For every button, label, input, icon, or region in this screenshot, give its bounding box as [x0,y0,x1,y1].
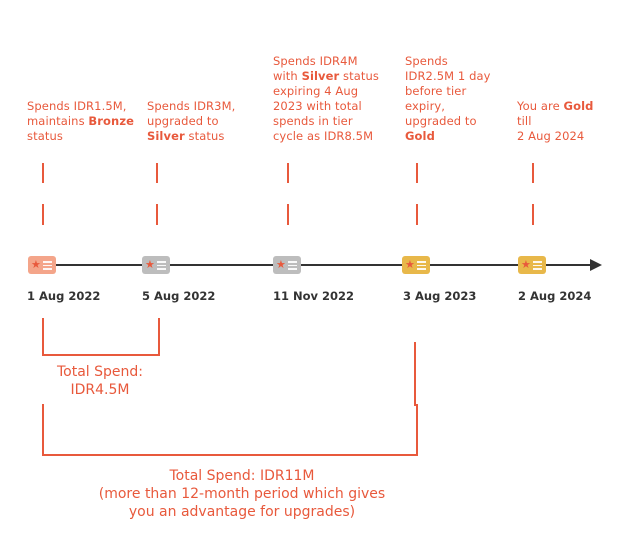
date-label: 11 Nov 2022 [273,289,355,303]
short-period-bracket [42,318,160,356]
star-icon: ★ [276,258,286,271]
event-4-text: Spends IDR2.5M 1 day before tier expiry,… [405,54,491,143]
star-icon: ★ [31,258,41,271]
date-label: 3 Aug 2023 [403,289,477,303]
event-3-text: Spends IDR4M with Silver status expiring… [273,54,379,143]
date-label: 1 Aug 2022 [27,289,101,303]
connector-3-top [287,163,289,183]
connector-1-bottom [42,204,44,225]
long-period-bracket [42,404,418,456]
long-period-bracket-right [414,342,416,406]
card-icon-silver: ★ [142,256,170,274]
connector-4-top [416,163,418,183]
card-icon-gold: ★ [402,256,430,274]
connector-5-top [532,163,534,183]
timeline-axis [30,264,592,266]
card-icon-silver: ★ [273,256,301,274]
date-label: 5 Aug 2022 [142,289,216,303]
event-2-text: Spends IDR3M, upgraded to Silver status [147,99,236,143]
connector-4-bottom [416,204,418,225]
star-icon: ★ [521,258,531,271]
timeline-arrow-icon [590,259,602,271]
star-icon: ★ [405,258,415,271]
event-5-text: You are Gold till 2 Aug 2024 [517,99,594,143]
long-period-total: Total Spend: IDR11M (more than 12-month … [98,468,386,520]
connector-3-bottom [287,204,289,225]
card-icon-bronze: ★ [28,256,56,274]
event-1-text: Spends IDR1.5M, maintains Bronze status [27,99,135,143]
connector-5-bottom [532,204,534,225]
star-icon: ★ [145,258,155,271]
short-period-total: Total Spend: IDR4.5M [56,364,143,398]
connector-2-bottom [156,204,158,225]
connector-2-top [156,163,158,183]
card-icon-gold: ★ [518,256,546,274]
date-label: 2 Aug 2024 [518,289,592,303]
connector-1-top [42,163,44,183]
